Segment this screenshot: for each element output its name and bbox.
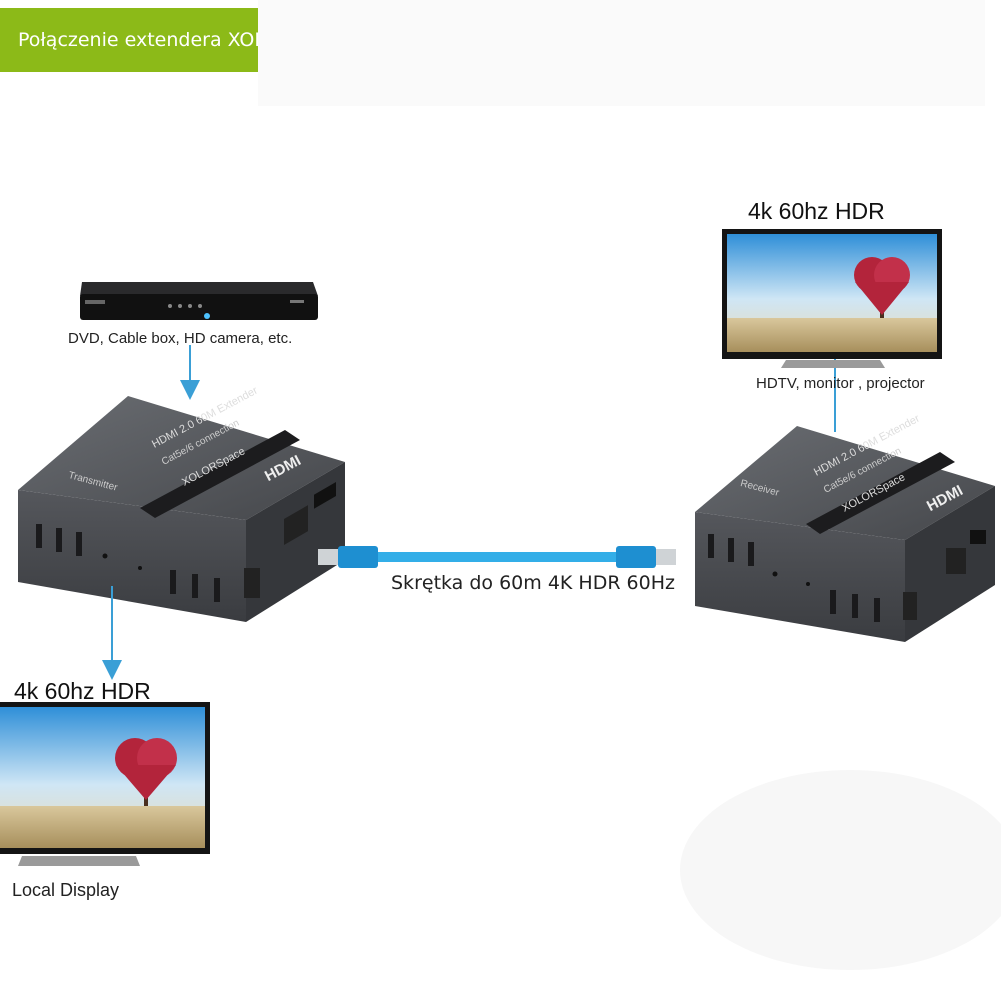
ethernet-cable <box>318 546 676 568</box>
remote-display-caption: HDTV, monitor , projector <box>756 375 925 392</box>
transmitter-device <box>18 396 345 622</box>
dvd-player-icon <box>80 282 318 320</box>
local-tv-icon <box>0 702 210 866</box>
receiver-device <box>695 426 995 642</box>
local-display-caption: Local Display <box>12 880 120 900</box>
local-display-title: 4k 60hz HDR <box>14 678 151 704</box>
remote-tv-icon <box>722 229 942 368</box>
source-caption: DVD, Cable box, HD camera, etc. <box>68 330 293 347</box>
remote-display-title: 4k 60hz HDR <box>748 198 885 224</box>
cable-caption: Skrętka do 60m 4K HDR 60Hz <box>391 572 675 594</box>
